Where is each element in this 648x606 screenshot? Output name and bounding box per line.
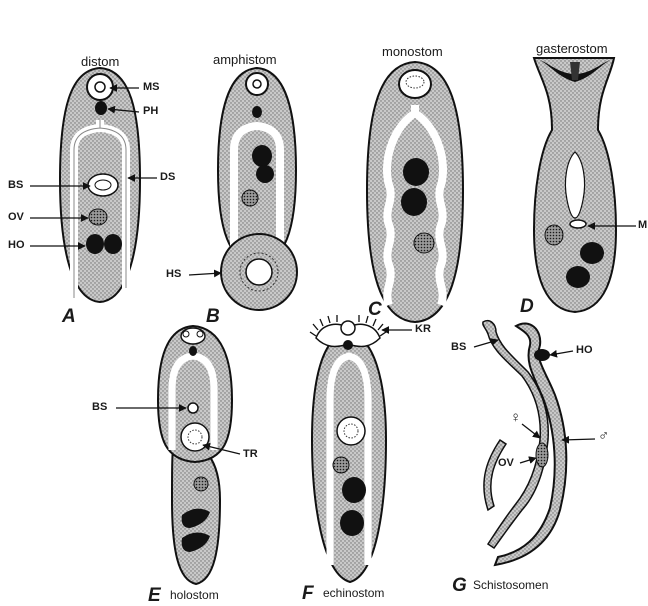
panel-g-letter: G [452,576,467,595]
holostom-fluke [158,326,232,584]
schistosomen-female-tail [484,440,506,510]
gasterostom-testis-1 [580,242,604,264]
schistosomen-ovary [536,443,548,467]
distom-fluke [60,68,140,302]
schistosomen-testes [534,349,550,361]
monostom-fluke [367,62,463,322]
amphistom-pharynx [252,106,262,118]
echinostom-body [312,332,386,582]
panel-e-letter: E [148,586,161,605]
echinostom-ovary [333,457,349,473]
schistosomen-pair [483,321,566,565]
amphistom-ovary [242,190,258,206]
label-tr: TR [243,449,258,460]
panel-f-letter: F [302,584,314,603]
label-bs-a: BS [8,180,23,191]
distom-ovary [89,209,107,225]
monostom-testis-2 [401,188,427,216]
panel-c-type-label: monostom [382,45,443,58]
label-hs: HS [166,269,181,280]
label-ov-g: OV [498,458,514,469]
label-bs-g: BS [451,342,466,353]
label-m: M [638,220,647,231]
amphistom-testis-2 [256,165,274,183]
monostom-oral-sucker [399,70,431,98]
monostom-ovary [414,233,434,253]
label-female: ♀ [510,410,521,425]
distom-testis-1 [86,234,104,254]
panel-b-type-label: amphistom [213,53,277,66]
arrow-hs [189,273,221,275]
echinostom-oral-sucker [341,321,355,335]
holostom-tribocytic-organ [181,423,209,451]
gasterostom-ovary [545,225,563,245]
arrow-male [562,439,595,440]
holostom-oral-sucker [181,328,205,344]
panel-e-type-label: holostom [170,589,219,601]
panel-b-letter: B [206,307,220,326]
distom-testis-2 [104,234,122,254]
label-ms: MS [143,82,160,93]
panel-d-letter: D [520,297,534,316]
panel-g-type-label: Schistosomen [473,579,548,591]
amphistom-fluke [218,68,297,310]
distom-ventral-sucker [88,174,118,196]
holostom-ovary [194,477,208,491]
panel-d-type-label: gasterostom [536,42,608,55]
label-male: ♂ [598,428,609,443]
holostom-ventral-sucker [188,403,198,413]
arrow-ov-g [520,458,536,463]
panel-c-letter: C [368,300,382,319]
label-ph: PH [143,106,158,117]
echinostom-pharynx [343,340,353,350]
label-bs-e: BS [92,402,107,413]
panel-a-letter: A [62,307,76,326]
arrow-ho-g [550,351,573,355]
label-ds: DS [160,172,175,183]
amphistom-testis-1 [252,145,272,167]
arrow-female [522,424,540,438]
label-ov-a: OV [8,212,24,223]
label-ho-a: HO [8,240,25,251]
echinostom-fluke [310,315,386,582]
label-kr: KR [415,324,431,335]
distom-pharynx [95,101,107,115]
monostom-testis-1 [403,158,429,186]
holostom-pharynx [189,346,197,356]
echinostom-testis-2 [340,510,364,536]
gasterostom-fluke [534,58,616,312]
echinostom-testis-1 [342,477,366,503]
gasterostom-testis-2 [566,266,590,288]
panel-a-type-label: distom [81,55,119,68]
panel-f-type-label: echinostom [323,587,384,599]
gasterostom-mouth [570,220,586,228]
echinostom-ventral-sucker [337,417,365,445]
label-ho-g: HO [576,345,593,356]
